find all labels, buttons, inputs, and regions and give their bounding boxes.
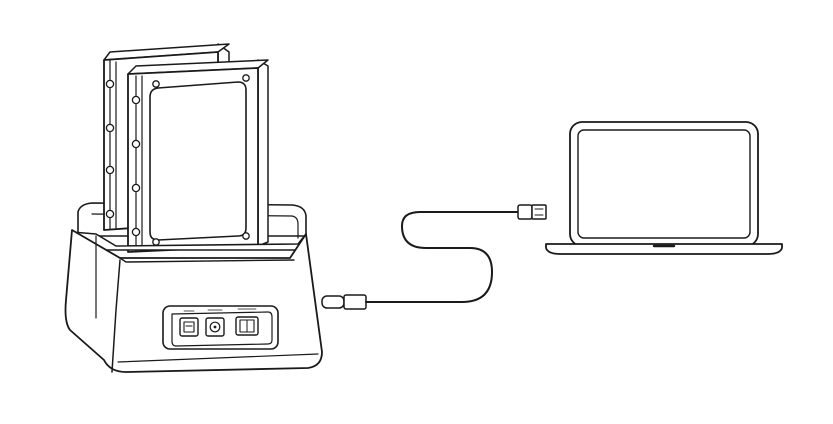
docking-station-body: [64, 229, 323, 373]
dc-power-port: [205, 317, 225, 337]
hard-drive-front-screw-holes: [131, 95, 141, 237]
usb-c-plug-icon: [321, 294, 367, 310]
usb-a-plug-icon: [517, 204, 547, 220]
hard-drive-front-icon: [127, 59, 269, 253]
power-switch: [235, 316, 259, 336]
port-panel: [162, 305, 279, 350]
port-label-marks: [183, 308, 257, 312]
usb-c-port: [179, 317, 199, 337]
laptop-icon: [545, 121, 783, 255]
hard-drive-rear-screw-holes: [105, 79, 115, 219]
hard-drive-front-screws: [152, 74, 250, 246]
usb-cable-icon: [321, 204, 547, 310]
